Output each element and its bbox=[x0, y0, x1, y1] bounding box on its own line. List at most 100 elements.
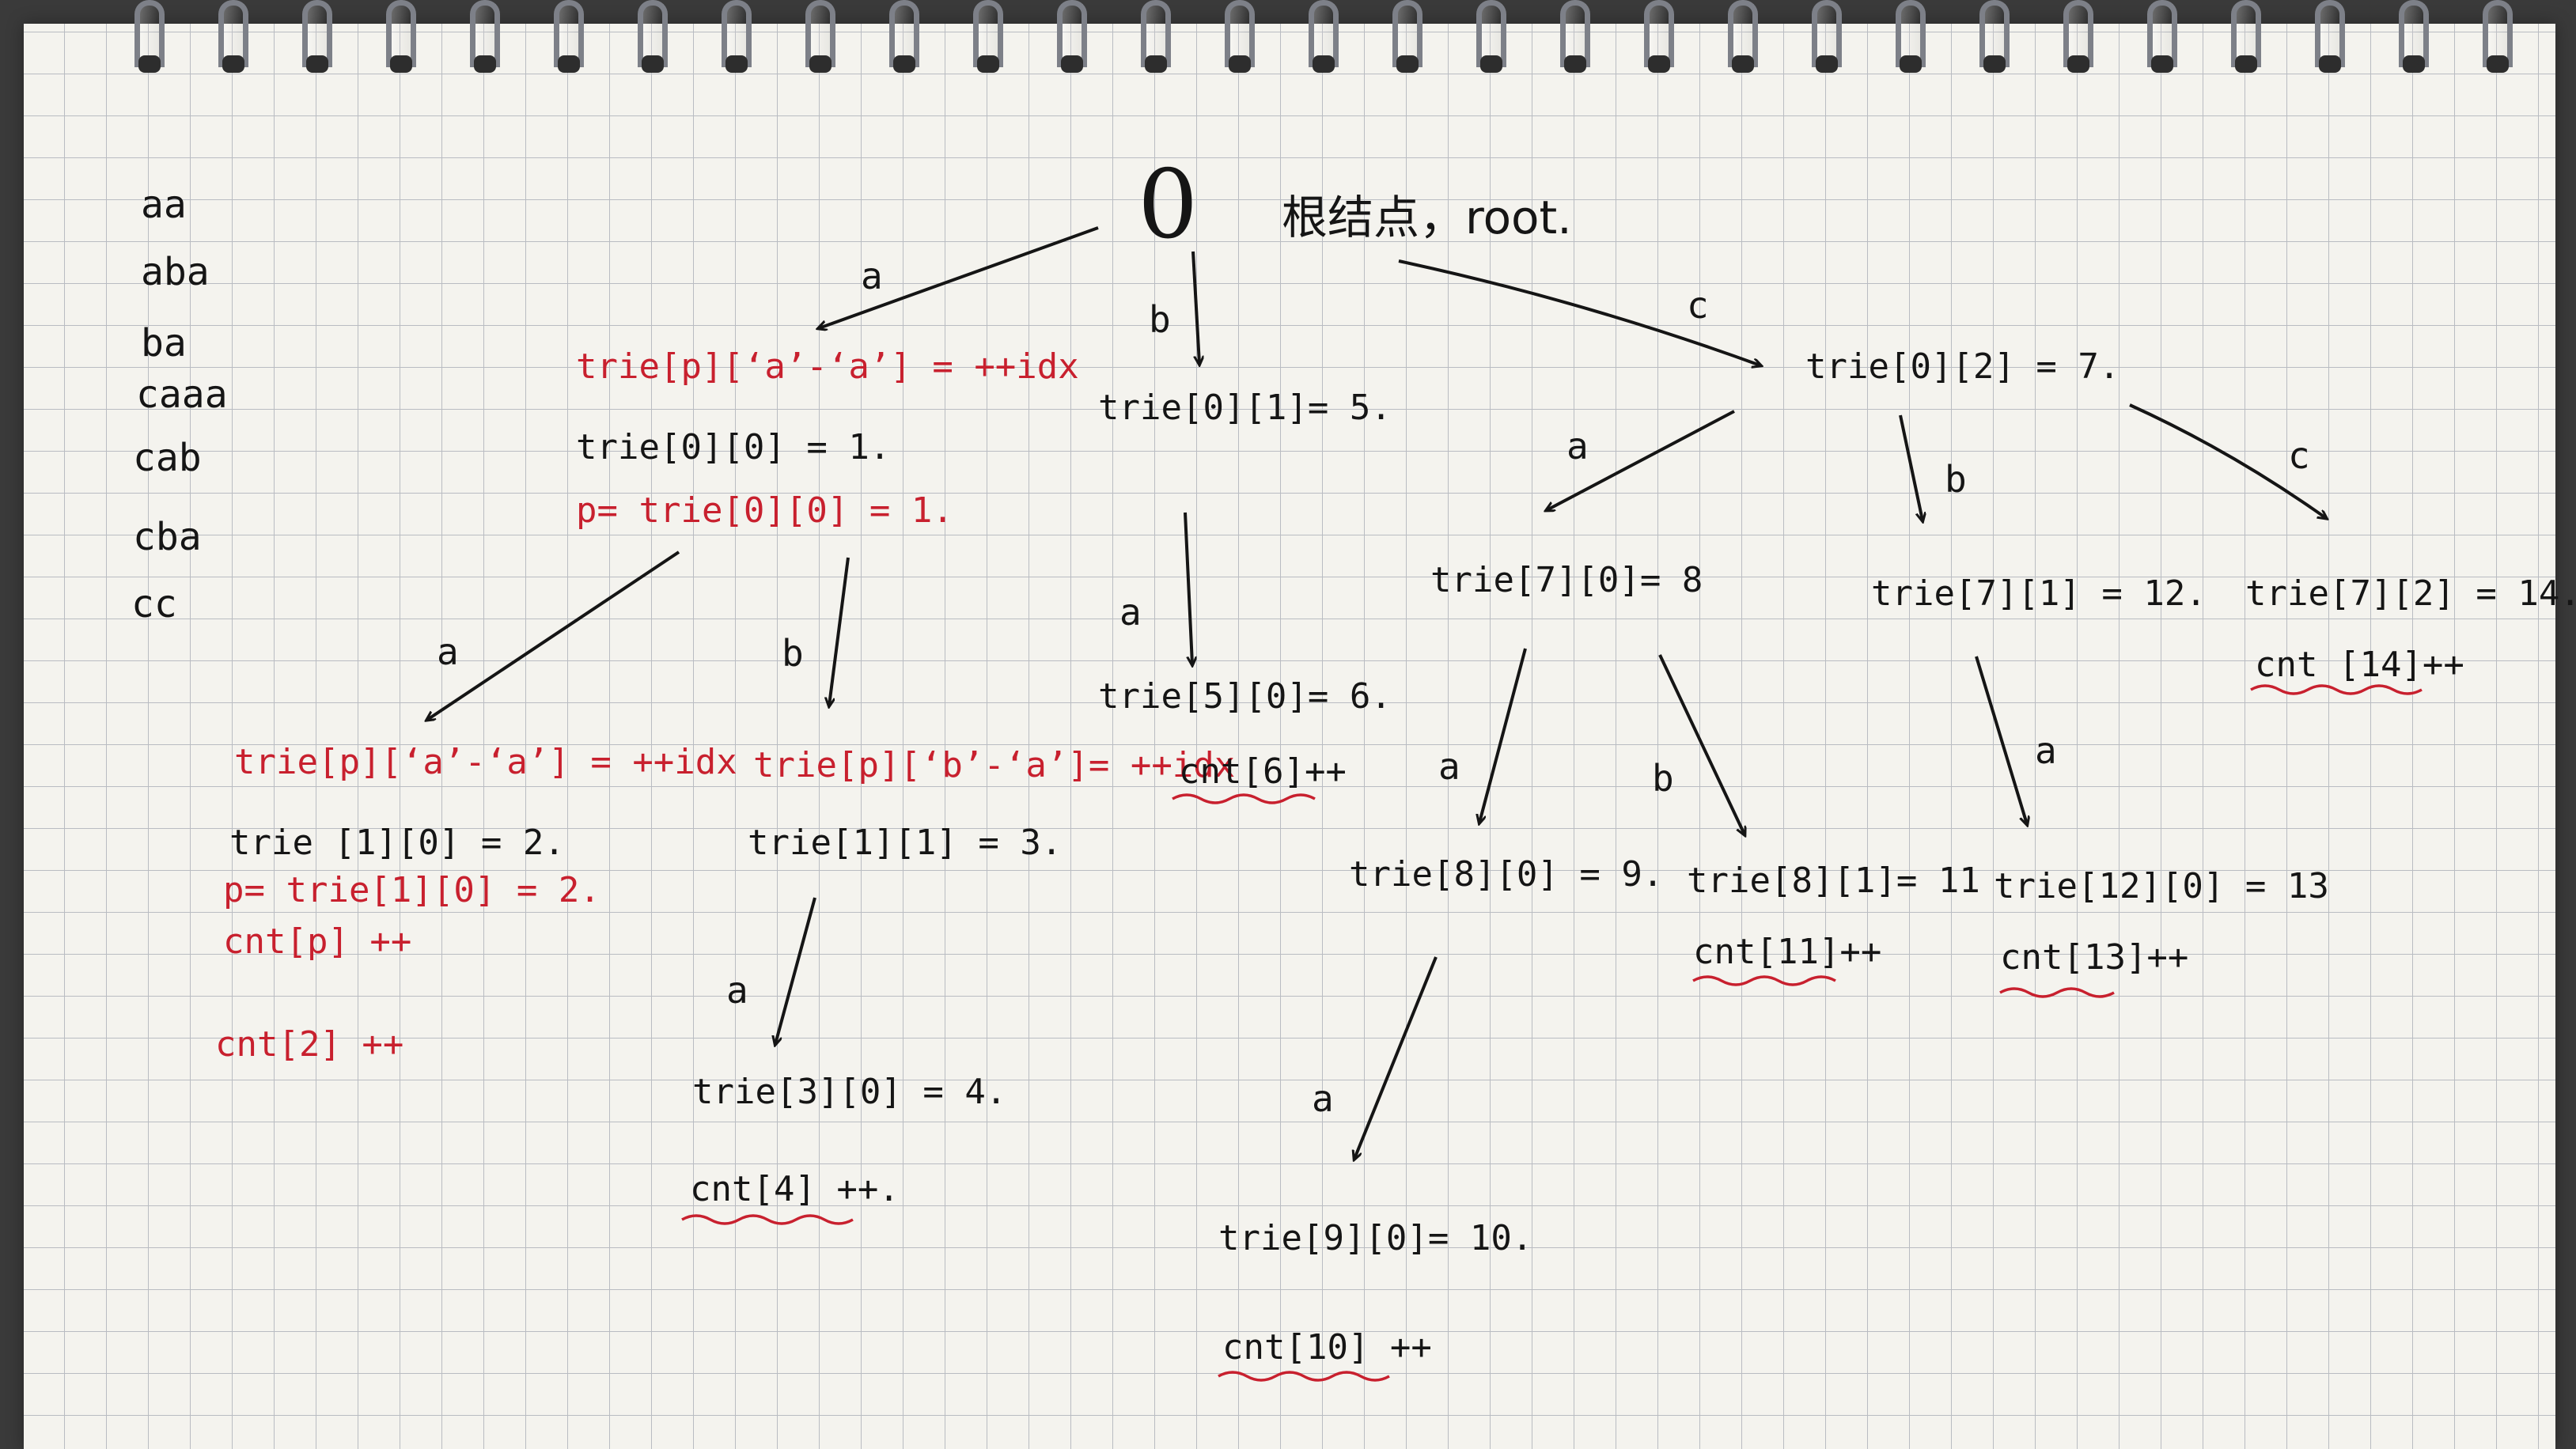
node-expr: trie[0][1]= 5. bbox=[1098, 388, 1392, 428]
edge-label: c bbox=[1687, 284, 1709, 327]
node-14: trie[7][2] = 14. cnt [14]++ bbox=[2245, 573, 2576, 695]
cnt-underline bbox=[1172, 793, 1316, 804]
edge-label: a bbox=[1438, 745, 1460, 788]
node-cnt: cnt[4] ++. bbox=[690, 1169, 900, 1209]
word-item: cba bbox=[133, 515, 202, 559]
edge-n12-a bbox=[1975, 656, 2027, 824]
edge-n8-a bbox=[1479, 648, 1527, 823]
edge-n7-c bbox=[2129, 403, 2326, 518]
edge-n8-b bbox=[1658, 654, 1744, 834]
edge-root-b bbox=[1191, 251, 1199, 364]
spiral-ring bbox=[554, 0, 584, 67]
node-4: trie[3][0] = 4. cnt[4] ++. bbox=[681, 1072, 1006, 1225]
edge-label: a bbox=[1119, 591, 1142, 634]
node-expr: trie[8][0] = 9. bbox=[1349, 854, 1663, 895]
edge-label: b bbox=[782, 632, 804, 675]
edge-root-c bbox=[1398, 259, 1760, 365]
punch-hole bbox=[306, 55, 328, 73]
node-expr: trie[7][0]= 8 bbox=[1430, 560, 1703, 600]
edge-label: a bbox=[2035, 729, 2057, 772]
punch-hole bbox=[2067, 55, 2089, 73]
edge-label: a bbox=[726, 969, 748, 1012]
punch-hole bbox=[1396, 55, 1419, 73]
spiral-ring bbox=[2063, 0, 2093, 67]
node-13: trie[12][0] = 13 cnt[13]++ bbox=[1994, 866, 2329, 998]
node-red-expr: trie[p][‘a’-‘a’] = ++idx bbox=[576, 346, 1079, 387]
cnt-underline bbox=[1218, 1371, 1390, 1382]
punch-hole bbox=[1480, 55, 1502, 73]
node-expr: trie[7][1] = 12. bbox=[1871, 573, 2207, 614]
node-cnt: cnt[10] ++ bbox=[1222, 1327, 1432, 1368]
node-expr: trie[3][0] = 4. bbox=[692, 1072, 1006, 1112]
node-cnt: cnt[13]++ bbox=[2000, 937, 2188, 978]
edge-label: b bbox=[1149, 298, 1171, 341]
punch-hole bbox=[725, 55, 748, 73]
spiral-ring bbox=[1225, 0, 1255, 67]
node-cnt: cnt[6]++ bbox=[1179, 751, 1347, 792]
node-7: trie[0][2] = 7. bbox=[1805, 346, 2120, 387]
node-red-expr: trie[p][‘a’-‘a’] = ++idx bbox=[234, 742, 737, 782]
edge-label: a bbox=[1312, 1077, 1334, 1120]
punch-hole bbox=[1313, 55, 1335, 73]
word-item: caaa bbox=[136, 373, 228, 417]
word-item: aa bbox=[141, 183, 187, 227]
punch-hole bbox=[222, 55, 244, 73]
punch-hole bbox=[1983, 55, 2006, 73]
node-cnt: cnt[11]++ bbox=[1693, 932, 1881, 972]
punch-hole bbox=[390, 55, 412, 73]
edge-label: c bbox=[2288, 434, 2310, 477]
punch-hole bbox=[1229, 55, 1251, 73]
node-9: trie[8][0] = 9. bbox=[1349, 854, 1663, 895]
node-expr: trie[12][0] = 13 bbox=[1994, 866, 2329, 906]
edge-label: b bbox=[1945, 458, 1967, 501]
edge-n5-a bbox=[1184, 512, 1192, 664]
node-expr: trie[8][1]= 11 bbox=[1687, 861, 1980, 901]
punch-hole bbox=[1816, 55, 1838, 73]
node-red-assign: p= trie[0][0] = 1. bbox=[576, 490, 953, 531]
node-12: trie[7][1] = 12. bbox=[1871, 573, 2207, 614]
punch-hole bbox=[558, 55, 580, 73]
punch-hole bbox=[1145, 55, 1167, 73]
grid-paper bbox=[24, 24, 2555, 1449]
punch-hole bbox=[977, 55, 999, 73]
punch-hole bbox=[2319, 55, 2341, 73]
node-expr: trie[7][2] = 14. bbox=[2245, 573, 2576, 614]
cnt-underline bbox=[1692, 975, 1836, 986]
punch-hole bbox=[642, 55, 664, 73]
spiral-ring bbox=[805, 0, 835, 67]
node-5: trie[0][1]= 5. bbox=[1098, 388, 1392, 428]
node-red-cnt: cnt[2] ++ bbox=[215, 1024, 403, 1065]
word-item: cab bbox=[133, 436, 202, 480]
node-3: trie[p][‘b’-‘a’]= ++idx trie[1][1] = 3. bbox=[748, 745, 1235, 863]
node-6: trie[5][0]= 6. cnt[6]++ bbox=[1098, 676, 1392, 804]
root-node: 0 bbox=[1138, 150, 1198, 260]
root-note: 根结点，root. bbox=[1282, 191, 1572, 244]
node-expr: trie[1][1] = 3. bbox=[748, 823, 1062, 863]
node-expr: trie[0][2] = 7. bbox=[1805, 346, 2120, 387]
word-list: aa aba ba caaa cab cba cc bbox=[131, 183, 228, 626]
edges bbox=[427, 226, 2326, 1159]
edge-root-a bbox=[819, 226, 1099, 328]
spiral-ring bbox=[1141, 0, 1171, 67]
punch-hole bbox=[1648, 55, 1670, 73]
node-red-cnt: cnt[p] ++ bbox=[223, 921, 411, 962]
word-item: ba bbox=[141, 321, 187, 365]
cnt-underline bbox=[681, 1214, 854, 1225]
node-expr: trie[0][0] = 1. bbox=[576, 427, 890, 467]
node-11: trie[8][1]= 11 cnt[11]++ bbox=[1687, 861, 1980, 986]
node-expr: trie[9][0]= 10. bbox=[1218, 1218, 1532, 1258]
spiral-ring bbox=[1644, 0, 1674, 67]
punch-hole bbox=[2403, 55, 2425, 73]
edge-label: a bbox=[437, 630, 459, 673]
node-cnt: cnt [14]++ bbox=[2255, 645, 2464, 685]
punch-hole bbox=[809, 55, 832, 73]
edge-label: a bbox=[861, 255, 883, 297]
node-red-assign: p= trie[1][0] = 2. bbox=[223, 870, 600, 910]
cnt-underline bbox=[2250, 684, 2423, 695]
word-item: cc bbox=[131, 582, 177, 626]
spiral-ring bbox=[1728, 0, 1758, 67]
punch-hole bbox=[1900, 55, 1922, 73]
spiral-ring bbox=[302, 0, 332, 67]
edge-n1-a bbox=[427, 550, 680, 720]
